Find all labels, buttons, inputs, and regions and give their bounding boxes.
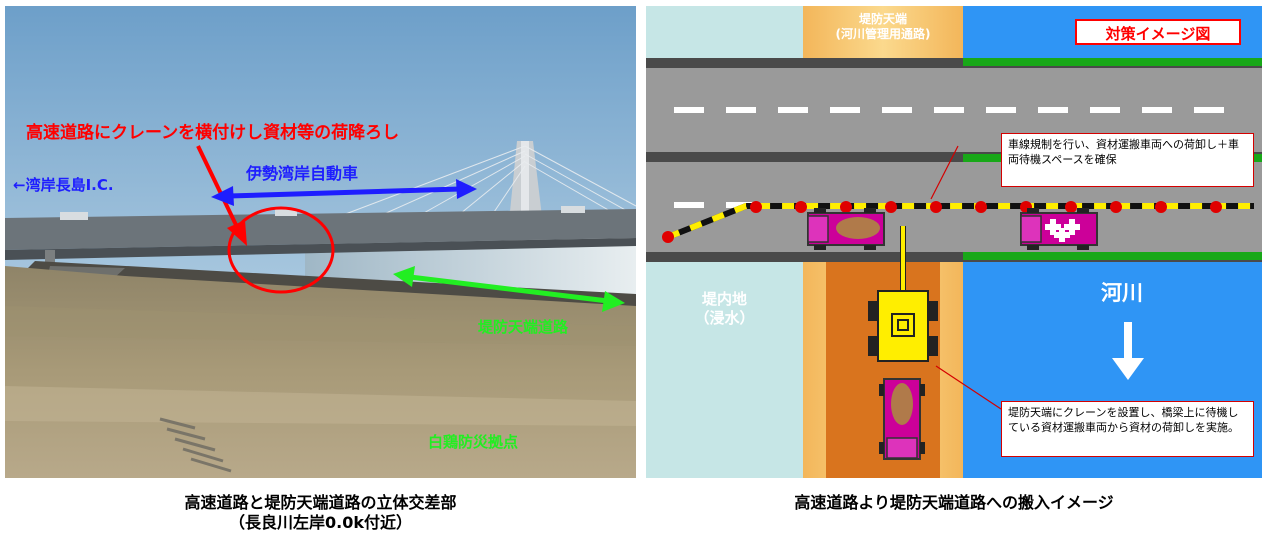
crane-note-leader (935, 365, 1002, 410)
levee-top-line2: (河川管理用通路) (835, 27, 931, 41)
river-label: 河川 (1101, 281, 1143, 305)
levee-top-label: 堤防天端 (河川管理用通路) (803, 12, 963, 42)
lane-markings-upper (674, 107, 1224, 113)
river-flow-arrow (1112, 322, 1144, 380)
crane-label: 高速道路にクレーンを横付けし資材等の荷降ろし (26, 123, 400, 143)
cones (662, 201, 1222, 243)
crane-arrow (196, 145, 239, 228)
truck-levee (879, 378, 925, 460)
interchange-label: ←湾岸長島I.C. (13, 176, 114, 194)
levee-road (25, 261, 636, 308)
photo-caption-line1: 高速道路と堤防天端道路の立体交差部 (184, 493, 457, 512)
levee-road-label: 堤防天端道路 (478, 318, 569, 336)
expressway-deck (5, 209, 636, 250)
lane-note-leader (930, 145, 959, 200)
expressway-label: 伊勢湾岸自動車 (246, 164, 359, 183)
expressway-arrow (211, 179, 477, 206)
levee-top-line1: 堤防天端 (858, 12, 907, 26)
levee-road-arrow (393, 266, 625, 312)
lane-note: 車線規制を行い、資材運搬車両への荷卸し＋車両待機スペースを確保 (1001, 133, 1254, 187)
photo-scene (5, 6, 636, 478)
lane-restriction-line (666, 203, 1254, 240)
photo-caption: 高速道路と堤防天端道路の立体交差部 （長良川左岸0.0k付近） (5, 493, 636, 533)
crane (868, 226, 938, 362)
diagram-canvas (646, 6, 1262, 478)
photo-panel: 高速道路にクレーンを横付けし資材等の荷降ろし 伊勢湾岸自動車 ←湾岸長島I.C.… (5, 6, 636, 478)
inland-line2: （浸水） (694, 309, 755, 327)
diagram-panel: 堤防天端 (河川管理用通路) 対策イメージ図 車線規制を行い、資材運搬車両への荷… (646, 6, 1262, 478)
truck-loaded (807, 208, 885, 250)
inland-label: 堤内地 （浸水） (646, 290, 803, 328)
highlight-circle (227, 206, 335, 294)
stairs (159, 417, 232, 473)
inland-line1: 堤内地 (701, 290, 747, 308)
truck-waiting (1020, 208, 1098, 250)
title-badge: 対策イメージ図 (1075, 19, 1241, 45)
photo-caption-line2: （長良川左岸0.0k付近） (229, 513, 412, 532)
diagram-caption: 高速道路より堤防天端道路への搬入イメージ (794, 493, 1114, 512)
crane-note: 堤防天端にクレーンを設置し、橋梁上に待機している資材運搬車両から資材の荷卸しを実… (1001, 401, 1254, 457)
disaster-base-label: 白鶏防災拠点 (428, 433, 519, 451)
